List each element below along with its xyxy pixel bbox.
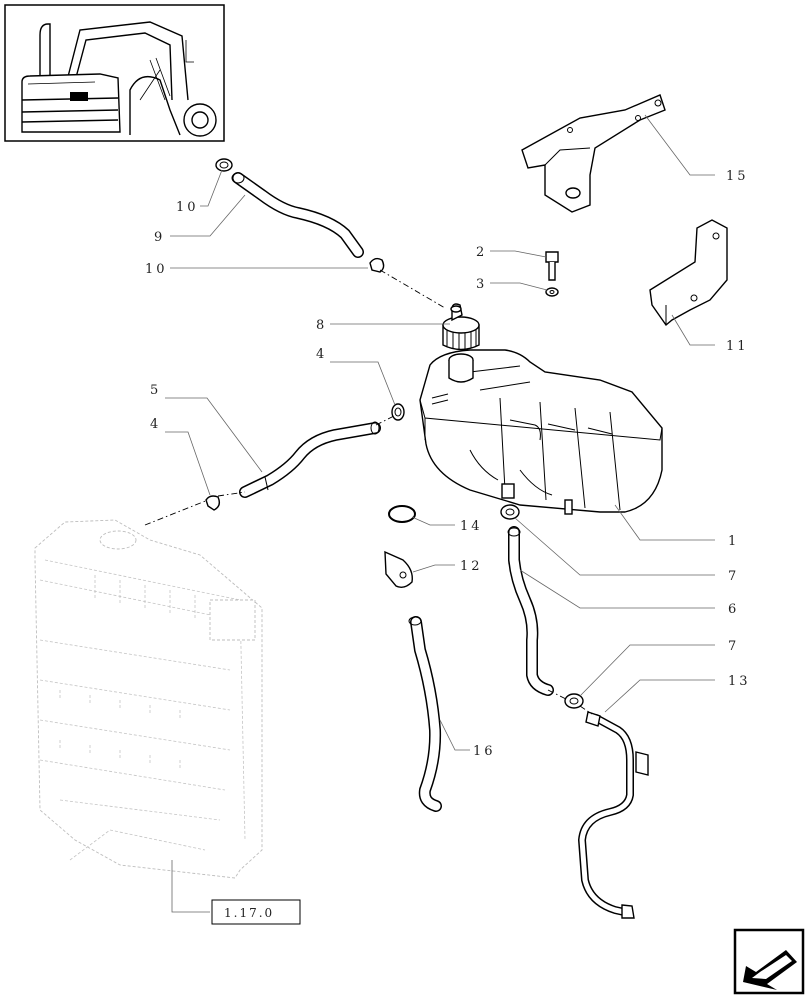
hose-clamp-4-right: [391, 403, 405, 421]
callout-label: 11: [726, 339, 749, 354]
callout-label: 1: [728, 534, 739, 549]
plate-12: [384, 550, 413, 589]
metal-pipe: [578, 711, 649, 919]
callout-label: 13: [728, 674, 751, 689]
radiator-reference-outline: [34, 519, 263, 879]
hose-middle: [239, 421, 381, 498]
callout-leaders: [165, 114, 715, 913]
callout-label: 6: [728, 602, 739, 617]
callout-label: 12: [460, 559, 483, 574]
hose-clamp-10-mid: [369, 257, 385, 273]
hose-upper: [231, 172, 364, 258]
hose-lower: [507, 526, 554, 696]
bracket-15: [521, 94, 666, 213]
hose-clamp-4-left: [205, 495, 221, 511]
next-page-arrow-icon[interactable]: [733, 928, 805, 995]
filler-cap-with-fitting: [442, 303, 480, 351]
callout-label: 8: [316, 318, 327, 333]
callout-label: 4: [150, 417, 161, 432]
reference-link-box[interactable]: 1.17.0: [211, 899, 301, 925]
washer-3: [545, 287, 559, 297]
callout-label: 16: [473, 744, 496, 759]
callout-label: 10: [176, 200, 199, 215]
callout-label: 15: [726, 169, 749, 184]
callout-label: 9: [154, 230, 165, 245]
callout-label: 4: [316, 347, 327, 362]
o-ring-14: [388, 505, 416, 523]
expansion-tank: [419, 349, 663, 515]
reference-label: 1.17.0: [224, 906, 274, 920]
callout-label: 7: [728, 639, 739, 654]
tractor-location-thumbnail: [4, 4, 225, 142]
callout-labels: 10 9 10 2 3 8 4 5 4 15 11 1 14 12 7 6 7 …: [145, 169, 751, 759]
bracket-11: [649, 219, 728, 327]
bolt-2: [545, 251, 559, 281]
callout-label: 5: [150, 383, 161, 398]
hose-clamp-7-top: [500, 504, 520, 520]
hose-clamp-10-top: [215, 158, 233, 172]
callout-label: 3: [476, 277, 487, 292]
hose-loose: [408, 616, 442, 812]
hose-clamp-7-lower: [564, 693, 584, 709]
connection-lines: [144, 269, 593, 715]
callout-label: 2: [476, 245, 487, 260]
callout-label: 14: [460, 519, 483, 534]
callout-label: 10: [145, 262, 168, 277]
callout-label: 7: [728, 569, 739, 584]
